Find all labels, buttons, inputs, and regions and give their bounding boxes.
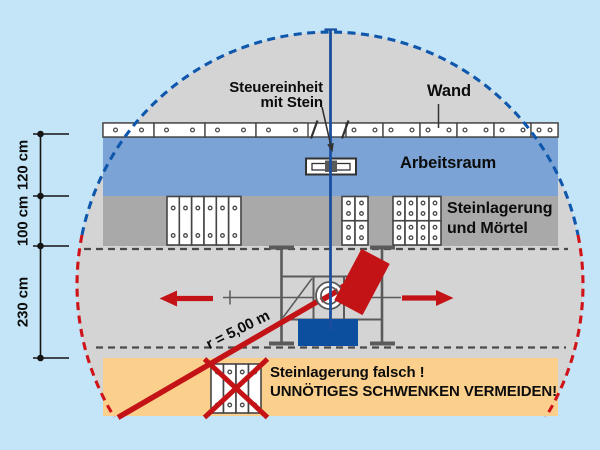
- arrow-down-icon: [321, 106, 334, 153]
- swing-arc-left-red: [75, 234, 116, 418]
- swing-circle: [75, 30, 585, 418]
- stone-storage-label-line1: Steinlagerung: [447, 200, 553, 217]
- control-unit-label-line1: Steuereinheit: [229, 79, 323, 96]
- dimension-label-100cm: 100 cm: [14, 195, 32, 247]
- crane-axis-line: [324, 28, 337, 330]
- stone-pallets-left: [166, 195, 242, 246]
- arrow-left-icon: [159, 290, 213, 307]
- blue-pallet: [298, 319, 358, 346]
- dimension-label-120cm: 120 cm: [14, 139, 32, 191]
- warning-label-line1: Steinlagerung falsch !: [270, 364, 425, 381]
- stone-pallets-mid: [341, 195, 369, 246]
- wall-gap-break-marks: [309, 120, 350, 139]
- swing-arc-top-blue: [80, 30, 580, 236]
- crosshair-icon: [223, 290, 237, 305]
- stone-pallets-right: [392, 195, 442, 246]
- stone-storage-label-line2: und Mörtel: [447, 220, 528, 237]
- work-area-label: Arbeitsraum: [400, 154, 497, 172]
- control-unit-label-line2: mit Stein: [260, 94, 324, 111]
- arrow-right-icon: [402, 290, 454, 306]
- red-jib-arm: [334, 248, 390, 316]
- warning-label-line2: UNNÖTIGES SCHWENKEN VERMEIDEN!: [270, 382, 558, 400]
- x-mark-icon: [202, 357, 270, 420]
- dimension-label-230cm: 230 cm: [14, 276, 32, 328]
- warning-band: [103, 358, 558, 416]
- wall-label: Wand: [427, 82, 471, 100]
- dimension-ruler: [33, 130, 69, 362]
- control-unit-label: Steuereinheit mit Stein: [178, 80, 323, 110]
- swing-arc-right-red: [544, 234, 585, 418]
